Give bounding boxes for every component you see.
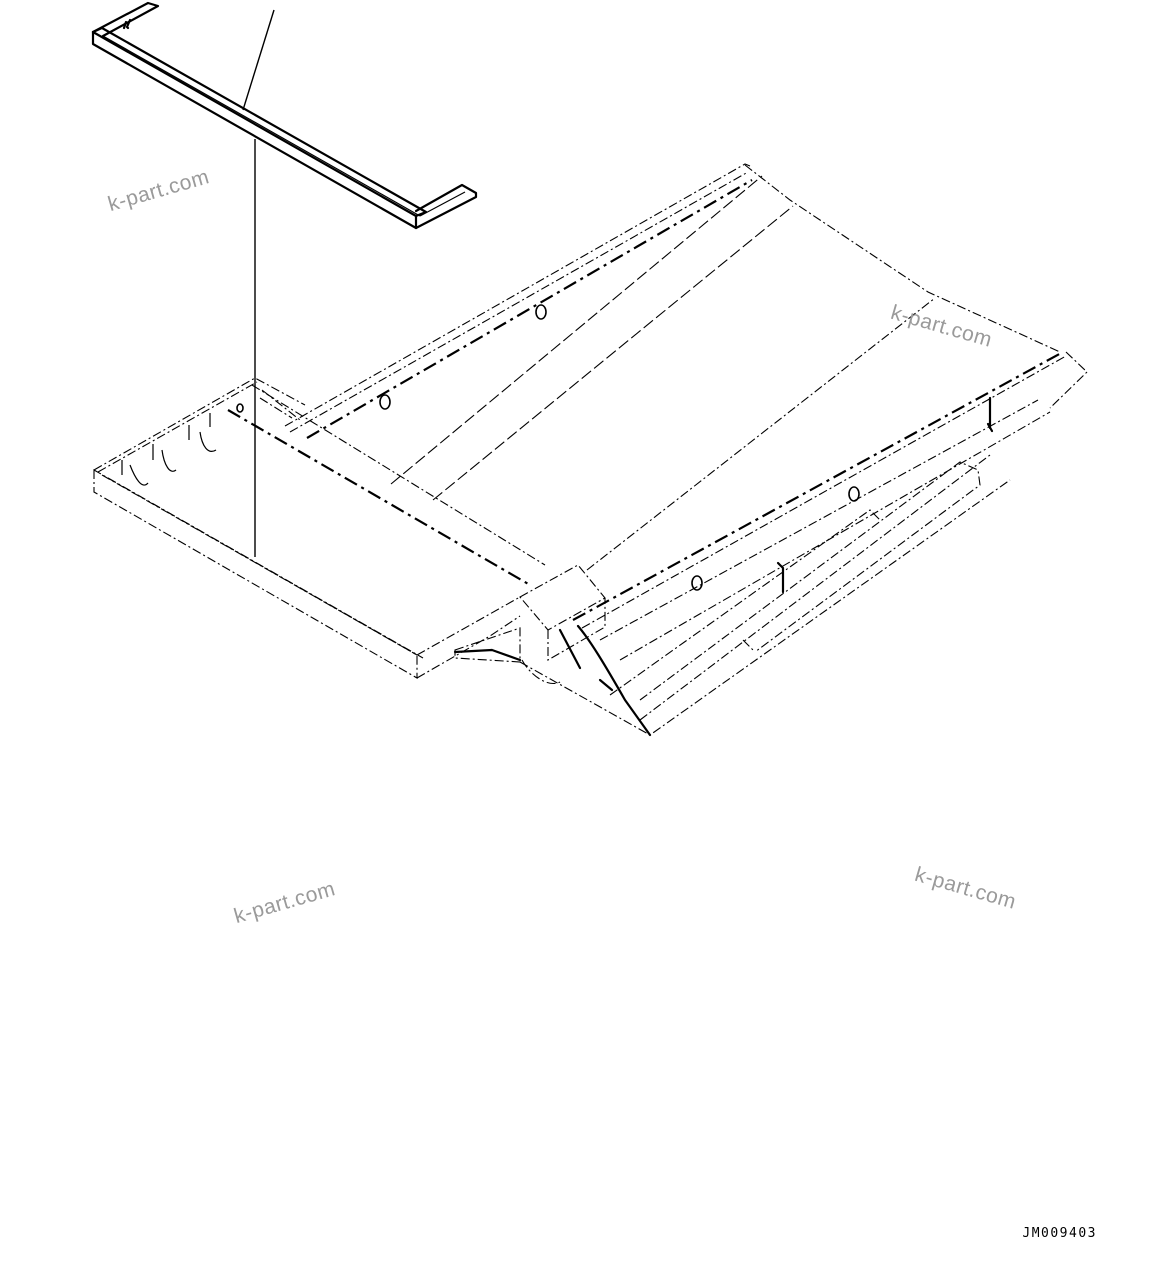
drawing-code: JM009403 bbox=[1022, 1226, 1097, 1241]
leader-lines bbox=[242, 9, 275, 557]
guard-rail-bar bbox=[91, 1, 478, 230]
deck-frame-assembly bbox=[93, 163, 1088, 737]
